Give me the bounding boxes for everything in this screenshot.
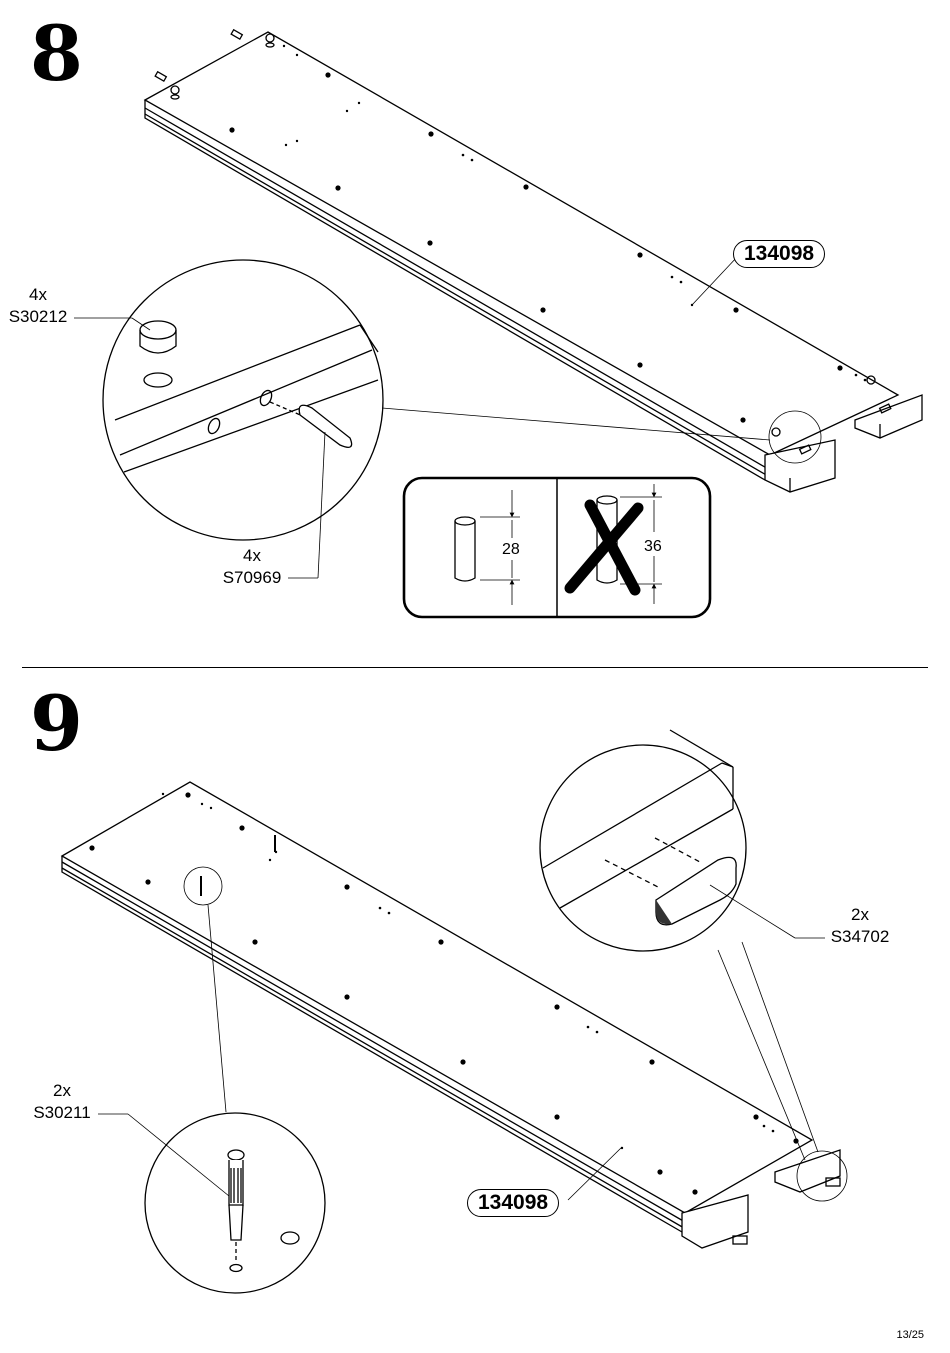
step8-panel-label: 134098 bbox=[733, 240, 826, 268]
step9-part-s30211: 2x S30211 bbox=[24, 1080, 100, 1124]
wrong-dowel-length: 36 bbox=[644, 538, 662, 555]
part-qty: 4x bbox=[243, 546, 261, 565]
step8-detail-circle bbox=[102, 259, 384, 541]
step9-panel-holes bbox=[89, 792, 799, 1195]
part-qty: 4x bbox=[29, 285, 47, 304]
step9-panel-label: 134098 bbox=[467, 1189, 560, 1217]
step8-part-s70969: 4x S70969 bbox=[214, 545, 290, 589]
part-qty: 2x bbox=[851, 905, 869, 924]
step8-panel bbox=[143, 31, 923, 493]
part-code: S30212 bbox=[8, 307, 68, 326]
step-9-number: 9 bbox=[30, 679, 83, 768]
page-number: 13/25 bbox=[896, 1329, 924, 1341]
step9-connector-detail-circle bbox=[539, 729, 747, 952]
step9-panel bbox=[60, 781, 841, 1249]
step-8-number: 8 bbox=[30, 9, 83, 98]
step8-cam-lock-markers bbox=[154, 28, 892, 455]
step9-part-s34702: 2x S34702 bbox=[822, 904, 898, 948]
step-divider bbox=[22, 667, 928, 668]
step8-panel-holes bbox=[229, 44, 867, 423]
step8-part-s30212: 4x S30212 bbox=[0, 284, 76, 328]
part-code: S34702 bbox=[830, 927, 890, 946]
ok-dowel-length: 28 bbox=[502, 541, 520, 558]
part-code: S70969 bbox=[222, 568, 282, 587]
part-code: S30211 bbox=[33, 1103, 91, 1122]
step9-bolt-detail-circle bbox=[144, 1112, 326, 1294]
part-qty: 2x bbox=[53, 1081, 71, 1100]
dowel-length-check-box bbox=[402, 476, 712, 619]
wrong-cross-icon bbox=[564, 499, 644, 596]
